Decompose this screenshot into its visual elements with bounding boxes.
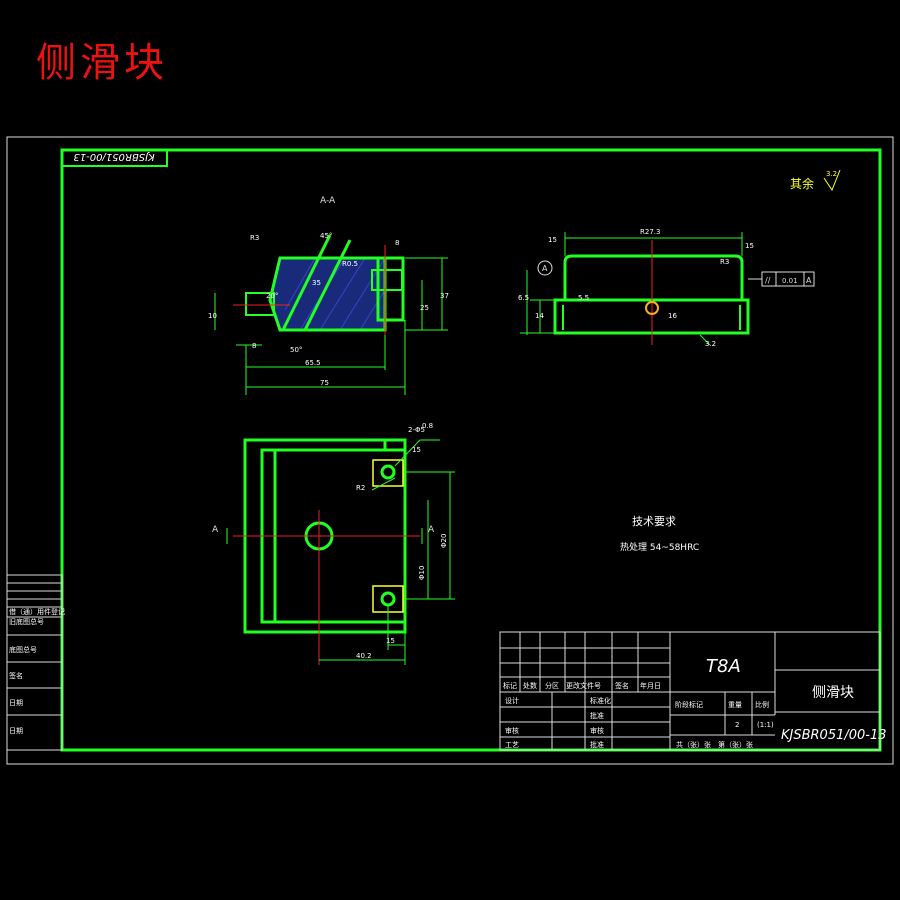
code-box <box>61 149 168 167</box>
dim-8: 8 <box>252 342 256 350</box>
svg-text:批准: 批准 <box>590 740 604 749</box>
roughness-value: 3.2 <box>826 170 837 178</box>
svg-text:2-Φ5: 2-Φ5 <box>408 426 425 434</box>
dim-35: 35 <box>312 279 321 287</box>
dim-10: 10 <box>208 312 217 320</box>
dim-45deg: 45° <box>320 232 332 240</box>
plan-pocket-top <box>372 459 404 487</box>
dim-r3: R3 <box>250 234 259 242</box>
plan-hole-bottom <box>380 591 396 607</box>
drawing-frame <box>60 148 882 752</box>
svg-text:年月日: 年月日 <box>640 681 661 690</box>
tech-text: 热处理 54~58HRC <box>620 541 699 553</box>
svg-text:40.2: 40.2 <box>356 652 372 660</box>
dim-8-top: 8 <box>395 239 399 247</box>
svg-text:工艺: 工艺 <box>505 741 519 749</box>
svg-text:R3: R3 <box>720 258 729 266</box>
svg-text:0.8: 0.8 <box>422 422 433 430</box>
page-title: 侧滑块 <box>36 40 168 86</box>
dim-r05: R0.5 <box>342 260 358 268</box>
side-hole <box>645 301 659 315</box>
svg-text:R27.3: R27.3 <box>640 228 660 236</box>
svg-text:标记: 标记 <box>503 681 517 690</box>
svg-text:5.5: 5.5 <box>578 294 589 302</box>
code-box-text: KJSBR051/00-13 <box>73 151 154 162</box>
datum-label: A <box>542 264 548 273</box>
part-name-text: 侧滑块 <box>812 684 854 701</box>
datum-circle <box>537 260 553 276</box>
svg-text:共（张）张 第（张）张: 共（张）张 第（张）张 <box>676 740 753 749</box>
plan-view <box>233 438 420 665</box>
material-text: T8A <box>706 656 741 677</box>
svg-text:Φ10: Φ10 <box>418 566 426 580</box>
dim-65-5: 65.5 <box>305 359 321 367</box>
svg-text:15: 15 <box>548 236 557 244</box>
tolerance-frame: // 0.01 A <box>748 271 815 287</box>
svg-text:日期: 日期 <box>9 699 23 707</box>
right-slot <box>371 269 403 291</box>
plan-dimension-texts: 2-Φ5 R2 Φ20 Φ10 15 40.2 0.8 15 <box>356 422 448 660</box>
svg-text:阶段标记: 阶段标记 <box>675 700 703 709</box>
side-dimension-texts: 15 R27.3 15 R3 5.5 14 6.5 16 3.2 <box>518 228 754 348</box>
svg-text:日期: 日期 <box>9 727 23 735</box>
svg-text:Φ20: Φ20 <box>440 534 448 548</box>
svg-text:审核: 审核 <box>590 726 604 735</box>
plan-hole-top <box>380 464 396 480</box>
svg-text:15: 15 <box>386 637 395 645</box>
svg-text:A: A <box>806 276 812 285</box>
svg-text:3.2: 3.2 <box>705 340 716 348</box>
svg-text:审核: 审核 <box>505 726 519 735</box>
section-hatch-area <box>270 258 385 330</box>
dim-75: 75 <box>320 379 329 387</box>
svg-text:分区: 分区 <box>545 681 559 690</box>
side-view <box>553 240 750 345</box>
roughness-symbol <box>823 169 841 192</box>
svg-text:2: 2 <box>735 721 739 729</box>
section-dimension-lines <box>214 257 448 395</box>
section-label: A-A <box>320 196 336 206</box>
svg-text:16: 16 <box>668 312 677 320</box>
svg-text:14: 14 <box>535 312 544 320</box>
dim-37: 37 <box>440 292 449 300</box>
svg-text:15: 15 <box>745 242 754 250</box>
svg-text:签名: 签名 <box>615 681 629 690</box>
svg-text:6.5: 6.5 <box>518 294 529 302</box>
svg-text:0.01: 0.01 <box>782 277 798 285</box>
sheet-border <box>6 136 894 765</box>
svg-text:15: 15 <box>412 446 421 454</box>
section-mark-left: A <box>212 525 219 535</box>
section-dimension-texts: R3 45° R0.5 20° 10 8 65.5 75 37 25 8 50°… <box>208 232 449 387</box>
svg-text:重量: 重量 <box>728 701 742 709</box>
dim-20deg: 20° <box>266 292 278 300</box>
section-mark-right: A <box>428 525 435 535</box>
svg-text:更改文件号: 更改文件号 <box>566 681 601 690</box>
dim-50deg: 50° <box>290 346 302 354</box>
dim-25: 25 <box>420 304 429 312</box>
side-outline <box>553 254 750 335</box>
drawing-code-text: KJSBR051/00-13 <box>781 728 887 743</box>
svg-text:旧底图总号: 旧底图总号 <box>9 617 44 626</box>
angled-hole-line-2 <box>303 239 352 331</box>
svg-text:处数: 处数 <box>523 681 537 690</box>
section-view <box>233 234 405 340</box>
tech-title: 技术要求 <box>632 515 676 528</box>
angled-hole-line <box>281 234 332 331</box>
svg-text:比例: 比例 <box>755 700 769 709</box>
svg-text:批准: 批准 <box>590 711 604 720</box>
left-strip: 借（通）用件登记 旧底图总号 底图总号 签名 日期 日期 <box>6 574 65 751</box>
roughness-other-label: 其余 <box>790 176 814 191</box>
plan-dimension-lines <box>226 439 455 665</box>
title-block: 标记 处数 分区 更改文件号 签名 年月日 设计 审核 工艺 标准化 批准 审核… <box>499 631 887 751</box>
svg-text:签名: 签名 <box>9 671 23 680</box>
svg-text:标准化: 标准化 <box>590 696 611 705</box>
svg-text:R2: R2 <box>356 484 365 492</box>
svg-text:底图总号: 底图总号 <box>9 645 37 654</box>
side-dimension-lines <box>520 232 743 346</box>
svg-text:(1:1): (1:1) <box>757 721 774 729</box>
svg-text:借（通）用件登记: 借（通）用件登记 <box>9 607 65 616</box>
svg-text:设计: 设计 <box>505 696 519 705</box>
svg-text://: // <box>765 276 771 285</box>
pin-stub <box>245 292 275 316</box>
